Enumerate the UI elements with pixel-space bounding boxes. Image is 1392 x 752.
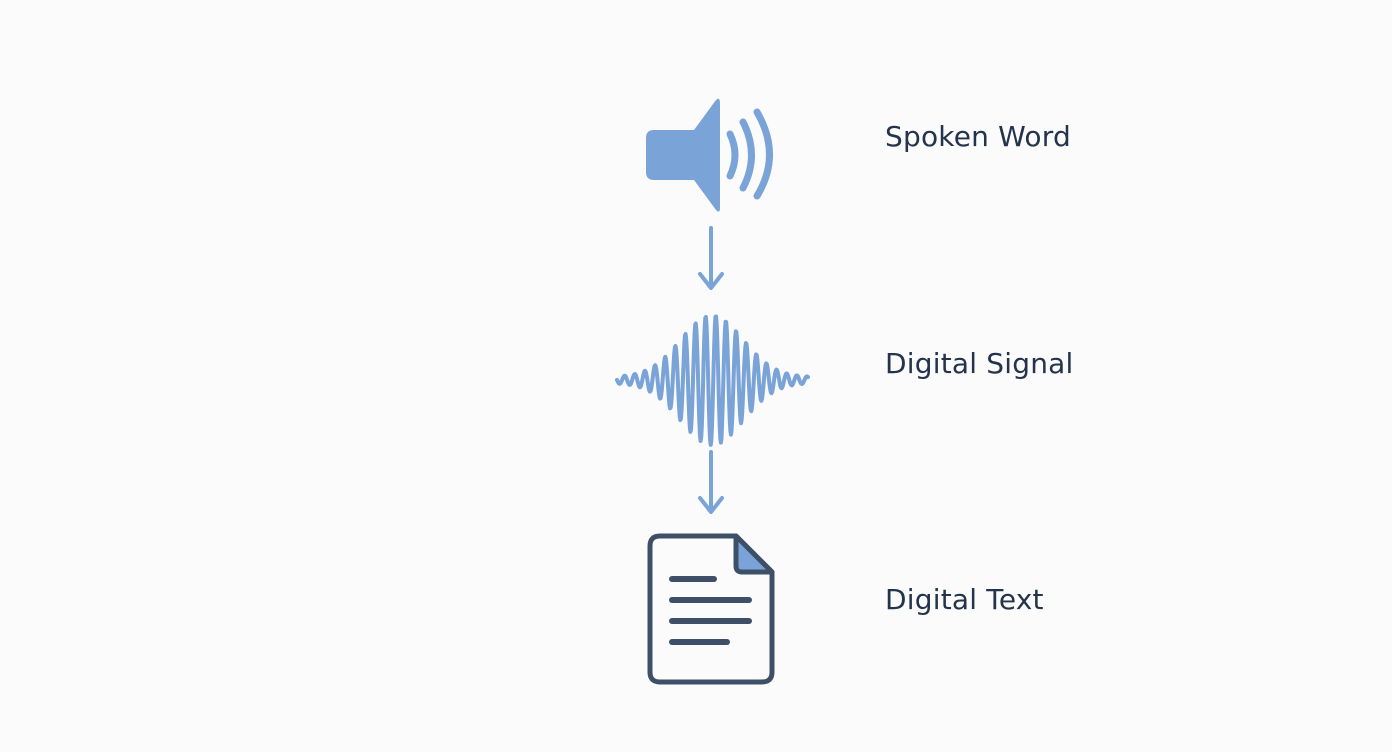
step-label-spoken-word: Spoken Word bbox=[885, 120, 1071, 153]
step-label-digital-text: Digital Text bbox=[885, 583, 1044, 616]
arrow-down-icon bbox=[698, 226, 724, 290]
arrow-down-icon bbox=[698, 450, 724, 514]
speaker-icon bbox=[646, 98, 773, 212]
document-icon bbox=[647, 533, 775, 685]
step-label-digital-signal: Digital Signal bbox=[885, 347, 1074, 380]
waveform-icon bbox=[615, 314, 810, 447]
